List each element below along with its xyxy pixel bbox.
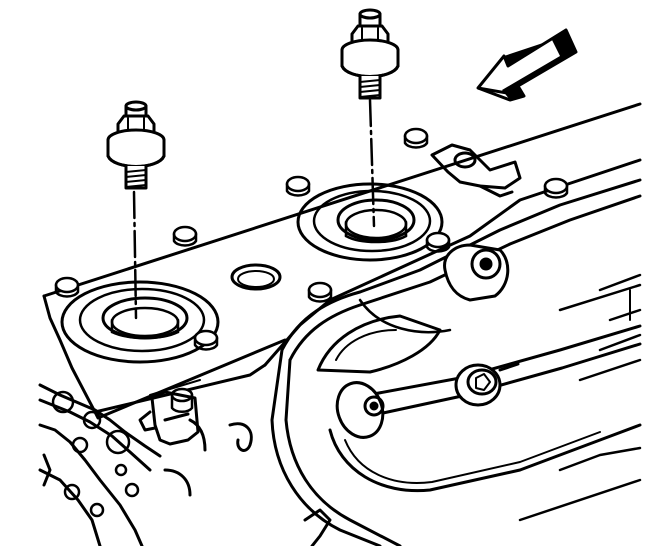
bolt-7 — [307, 281, 333, 303]
oval-plug — [230, 263, 282, 291]
bracket-right — [430, 143, 522, 198]
bolt-4 — [403, 127, 429, 149]
bolts — [54, 127, 569, 413]
bolt-2 — [172, 225, 198, 247]
bolt-3 — [285, 175, 311, 197]
sensor-port-left — [60, 280, 220, 364]
bolt-5 — [543, 177, 569, 199]
knock-sensor-right — [340, 8, 400, 228]
bolt-8 — [193, 329, 219, 351]
bolt-6 — [425, 231, 451, 253]
knock-sensor-left — [106, 100, 166, 320]
bracket-left — [138, 390, 200, 446]
bolt-9 — [170, 387, 194, 413]
alignment-line-left — [132, 190, 138, 320]
injector-boss — [443, 243, 510, 302]
fuel-rail — [335, 324, 642, 439]
bolt-1 — [54, 276, 80, 298]
alignment-line-right — [368, 98, 376, 228]
engine-block — [38, 383, 253, 546]
sensor-port-right — [296, 182, 444, 262]
intake-manifold — [270, 178, 642, 546]
direction-arrow-icon — [476, 28, 578, 102]
